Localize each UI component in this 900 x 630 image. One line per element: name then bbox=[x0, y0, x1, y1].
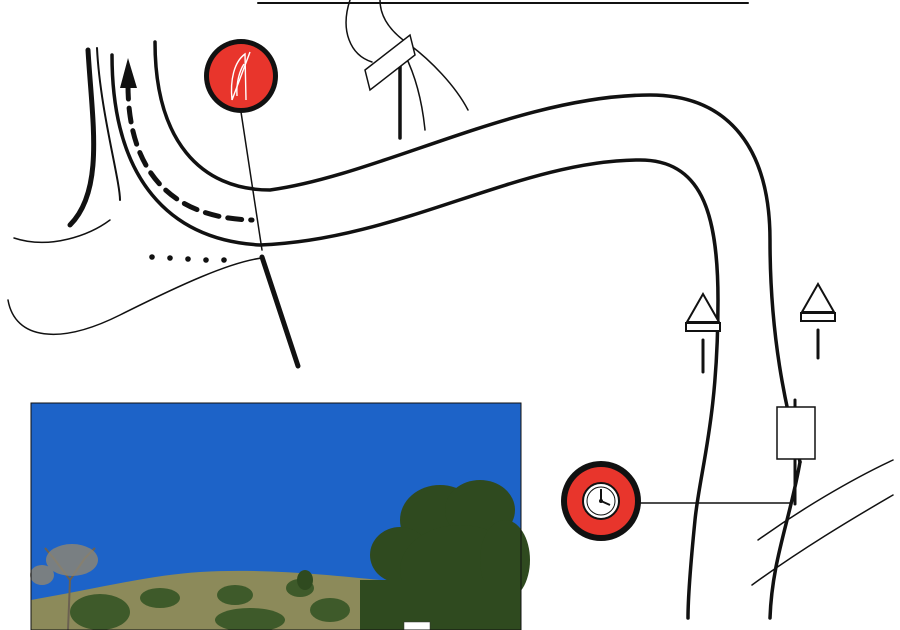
give-way-sign-2 bbox=[801, 284, 835, 358]
photo-road-sign bbox=[404, 622, 430, 630]
no-overtaking-pointer-line bbox=[241, 112, 262, 250]
side-road-line-1 bbox=[346, 0, 372, 62]
terrain-line-2 bbox=[8, 258, 262, 334]
clock-icon bbox=[583, 483, 619, 519]
dotted-stop-line bbox=[149, 254, 227, 263]
photo-small-tree bbox=[297, 570, 313, 590]
branch-road-line-1 bbox=[758, 460, 893, 540]
give-way-triangle-icon bbox=[687, 294, 719, 322]
no-overtaking-sign bbox=[204, 39, 278, 113]
time-limit-sign bbox=[561, 461, 641, 541]
road-marker-pole bbox=[262, 257, 298, 366]
left-curb-line bbox=[70, 50, 94, 225]
arrow-head-icon bbox=[120, 58, 137, 88]
info-panel-icon bbox=[777, 407, 815, 459]
branch-road-line-2 bbox=[752, 495, 893, 585]
photo-inset bbox=[30, 403, 530, 630]
terrain-line-1 bbox=[14, 220, 110, 242]
give-way-triangle-icon bbox=[802, 284, 834, 312]
left-curb-thin bbox=[97, 48, 120, 200]
side-road-line-3 bbox=[405, 55, 425, 130]
info-panel-sign bbox=[777, 400, 815, 504]
